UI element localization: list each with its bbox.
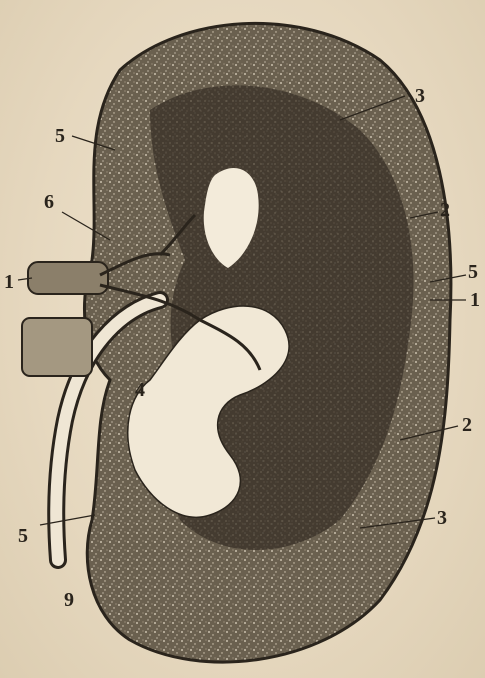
- label-2-right: 2: [462, 415, 472, 435]
- label-3-top: 3: [415, 86, 425, 106]
- renal-artery: [28, 262, 108, 294]
- label-5-upper-left: 5: [55, 126, 65, 146]
- label-6: 6: [44, 192, 54, 212]
- label-1-left: 1: [4, 272, 14, 292]
- label-2-right-top: 2: [440, 200, 450, 220]
- label-4: 4: [135, 380, 145, 400]
- label-9: 9: [64, 590, 74, 610]
- label-3-lower: 3: [437, 508, 447, 528]
- renal-vein: [22, 318, 92, 376]
- label-1-right: 1: [470, 290, 480, 310]
- label-5-right: 5: [468, 262, 478, 282]
- label-5-lower-left: 5: [18, 526, 28, 546]
